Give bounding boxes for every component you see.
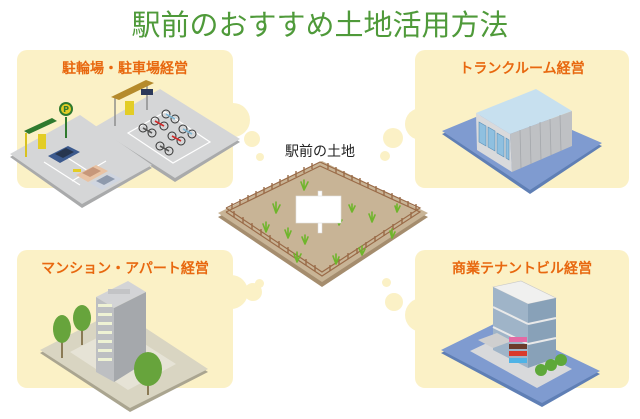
thought-bubble	[256, 153, 264, 161]
thought-bubble	[382, 278, 391, 287]
panel-label-parking: 駐輪場・駐車場経営	[62, 61, 188, 77]
thought-bubble	[405, 108, 437, 140]
thought-bubble	[244, 131, 260, 147]
thought-bubble	[380, 151, 390, 161]
thought-bubble	[214, 275, 248, 309]
page-title: 駅前のおすすめ土地活用方法	[131, 8, 509, 42]
thought-bubble	[405, 298, 439, 332]
svg-text:P: P	[63, 105, 69, 114]
thought-bubble	[385, 293, 403, 311]
center-label: 駅前の土地	[285, 144, 355, 160]
panel-label-commercial: 商業テナントビル経営	[452, 261, 592, 277]
thought-bubble	[383, 128, 403, 148]
panel-label-apartment: マンション・アパート経営	[41, 261, 209, 277]
thought-bubble	[255, 279, 264, 288]
panel-label-storage: トランクルーム経営	[459, 61, 585, 77]
